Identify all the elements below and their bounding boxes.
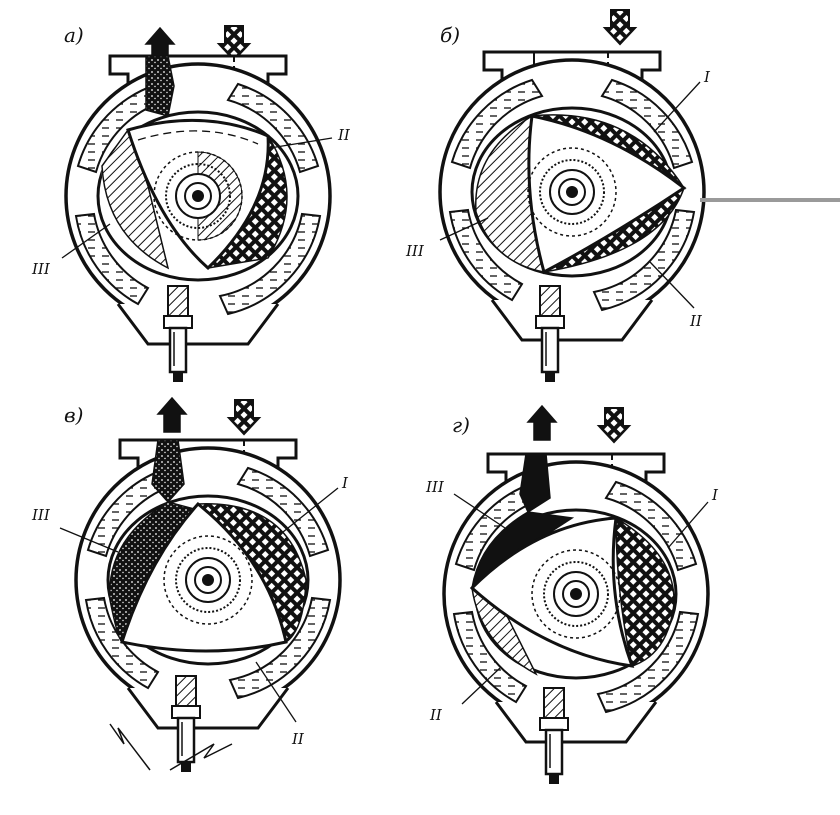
panel-a: а) II III bbox=[31, 23, 351, 384]
panel-d-callout-i: I bbox=[711, 486, 719, 504]
intake-arrow-icon bbox=[228, 399, 260, 435]
spark-icon bbox=[169, 743, 233, 771]
exhaust-arrow-icon bbox=[527, 405, 557, 441]
panel-b-label: б) bbox=[440, 23, 460, 47]
panel-c-callout-i: I bbox=[341, 474, 349, 492]
panel-d-callout-ii: II bbox=[429, 706, 443, 724]
panel-b: б) I III II bbox=[405, 9, 840, 384]
panel-c-callout-ii: II bbox=[291, 730, 305, 748]
panel-a-callout-ii: II bbox=[337, 126, 351, 144]
panel-b-callout-i: I bbox=[703, 68, 711, 86]
spark-icon bbox=[109, 723, 151, 771]
intake-arrow-icon bbox=[598, 407, 630, 443]
intake-arrow-icon bbox=[604, 9, 636, 45]
panel-a-label: а) bbox=[64, 23, 84, 47]
panel-d: г) III I II bbox=[425, 405, 719, 786]
panel-b-callout-ii: II bbox=[689, 312, 703, 330]
panel-a-callout-iii: III bbox=[31, 260, 51, 278]
panel-c-label: в) bbox=[64, 403, 83, 427]
panel-c-callout-iii: III bbox=[31, 506, 51, 524]
panel-d-label: г) bbox=[452, 413, 470, 437]
panel-b-callout-iii: III bbox=[405, 242, 425, 260]
panel-d-callout-iii: III bbox=[425, 478, 445, 496]
exhaust-arrow-icon bbox=[157, 397, 187, 433]
panel-c: в) III I II bbox=[31, 397, 349, 774]
